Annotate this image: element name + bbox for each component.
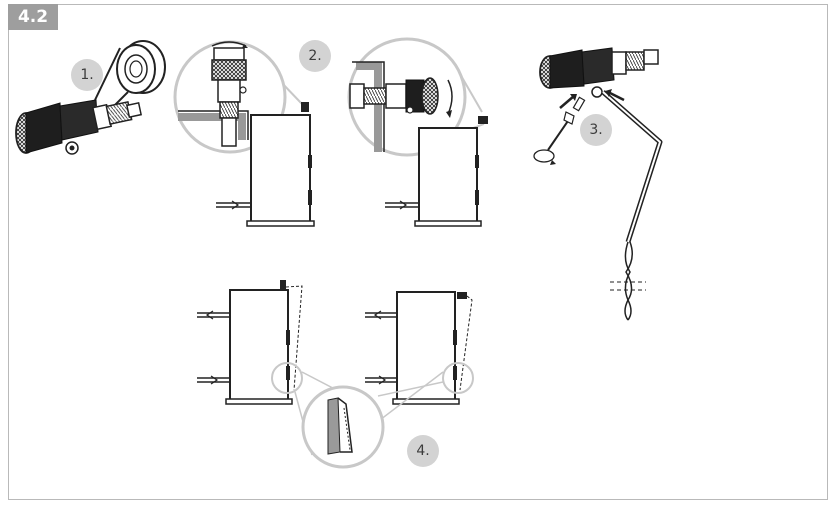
step-1-badge: [71, 59, 103, 91]
sealing-wire: [601, 90, 663, 321]
detail-magnifier-right: [347, 37, 485, 157]
seal-detail-magnifier: [301, 385, 385, 469]
step-2-label: 2.: [308, 48, 321, 64]
step-3-illustration: 3.: [533, 47, 663, 321]
tank-bottom-left: [197, 280, 303, 405]
step-1-illustration: 1.: [15, 40, 166, 155]
screwdriver: [533, 96, 586, 165]
figure-border: [8, 4, 828, 500]
tank-top-right: [385, 116, 488, 227]
step-2-badge: [299, 40, 331, 72]
step-4-illustration: 4.: [197, 280, 474, 469]
arrow-right: [607, 90, 625, 102]
valve-body-sealed: [539, 47, 659, 98]
tank-top-left: [216, 102, 315, 227]
tank-bottom-right: [365, 291, 474, 405]
step-4-badge: [407, 435, 439, 467]
step-4-label: 4.: [416, 443, 429, 459]
step-3-badge: [580, 114, 612, 146]
step-1-label: 1.: [80, 67, 93, 83]
arrow-left: [559, 95, 575, 109]
step-3-label: 3.: [589, 122, 602, 138]
section-number-tab: 4.2: [8, 4, 58, 30]
valve-body: [15, 99, 143, 155]
ptfe-tape-roll: [94, 40, 166, 113]
step-2-illustration: 2.: [173, 37, 488, 227]
